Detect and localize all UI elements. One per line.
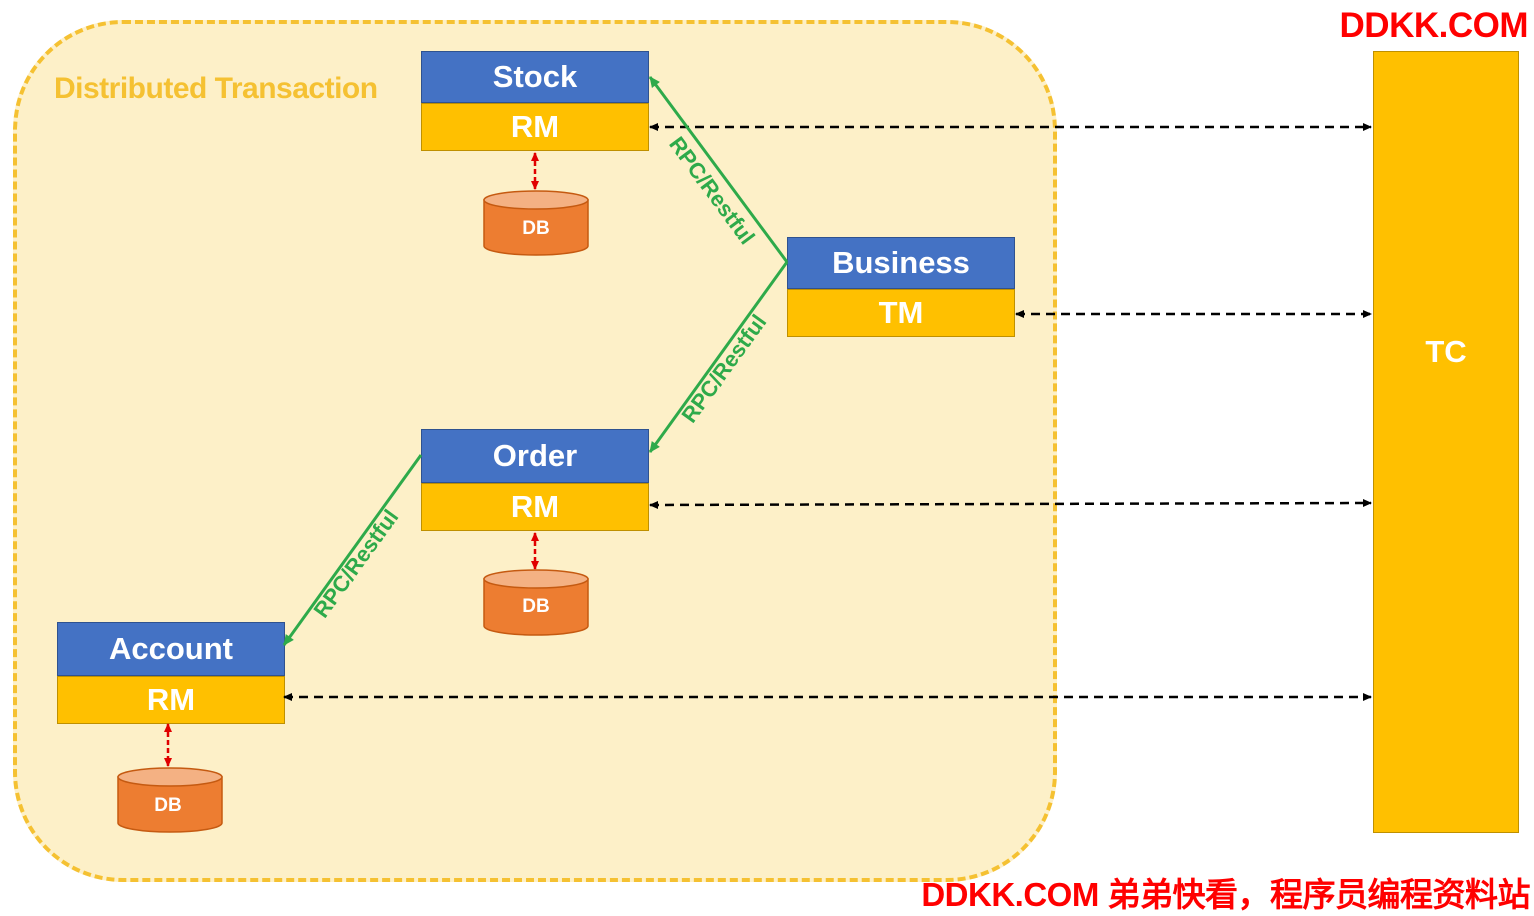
order-db-label: DB — [522, 596, 549, 617]
order-service: Order RM — [421, 429, 649, 531]
business-service-name: Business — [787, 237, 1015, 289]
order-rm: RM — [421, 483, 649, 531]
account-database-icon: DB — [117, 767, 223, 833]
watermark-bottom: DDKK.COM 弟弟快看，程序员编程资料站 — [921, 876, 1530, 913]
stock-db-label: DB — [522, 218, 549, 239]
account-db-label: DB — [154, 795, 181, 816]
rpc-label-stock: RPC/Restful — [664, 132, 760, 249]
transaction-coordinator: TC — [1373, 51, 1519, 833]
order-to-account-rpc — [282, 454, 423, 646]
account-rm: RM — [57, 676, 285, 724]
business-to-order-rpc — [648, 261, 789, 453]
watermark-top: DDKK.COM — [1339, 6, 1529, 45]
stock-rm: RM — [421, 103, 649, 151]
account-service-name: Account — [57, 622, 285, 676]
order-tc-link — [649, 499, 1372, 509]
account-service: Account RM — [57, 622, 285, 724]
tc-label: TC — [1425, 334, 1467, 369]
business-tm: TM — [787, 289, 1015, 337]
business-to-stock-rpc — [648, 76, 789, 263]
stock-service-name: Stock — [421, 51, 649, 103]
order-service-name: Order — [421, 429, 649, 483]
rpc-label-account: RPC/Restful — [308, 505, 403, 623]
order-database-icon: DB — [483, 569, 589, 636]
business-service: Business TM — [787, 237, 1015, 337]
zone-title: Distributed Transaction — [54, 72, 378, 105]
stock-database-icon: DB — [483, 190, 589, 256]
stock-service: Stock RM — [421, 51, 649, 151]
rpc-label-order: RPC/Restful — [676, 310, 771, 428]
